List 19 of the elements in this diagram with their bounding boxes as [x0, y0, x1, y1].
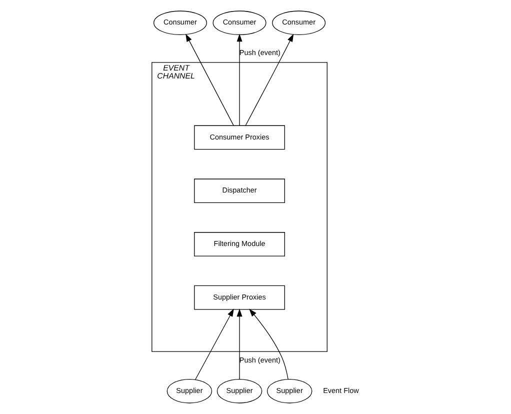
edge-label: Push (event): [239, 356, 280, 365]
node-box: Filtering Module: [194, 232, 285, 256]
node-box: Dispatcher: [194, 178, 285, 204]
label: Event Flow: [323, 386, 359, 395]
arrow: [195, 308, 234, 380]
arrow: [236, 34, 242, 126]
arrow: [245, 34, 294, 126]
node-ellipse: Consumer: [272, 10, 326, 36]
arrow: [236, 308, 242, 380]
node-box: Supplier Proxies: [194, 285, 285, 310]
arrow: [249, 308, 288, 380]
edge-label: Push (event): [239, 48, 280, 58]
node-ellipse: Supplier: [266, 378, 312, 404]
node-ellipse: Consumer: [154, 10, 207, 36]
node-ellipse: Consumer: [212, 10, 266, 36]
node-ellipse: Supplier: [166, 378, 212, 404]
arrow: [186, 34, 234, 126]
node-ellipse: Supplier: [216, 378, 262, 404]
node-box: Consumer Proxies: [194, 125, 285, 150]
